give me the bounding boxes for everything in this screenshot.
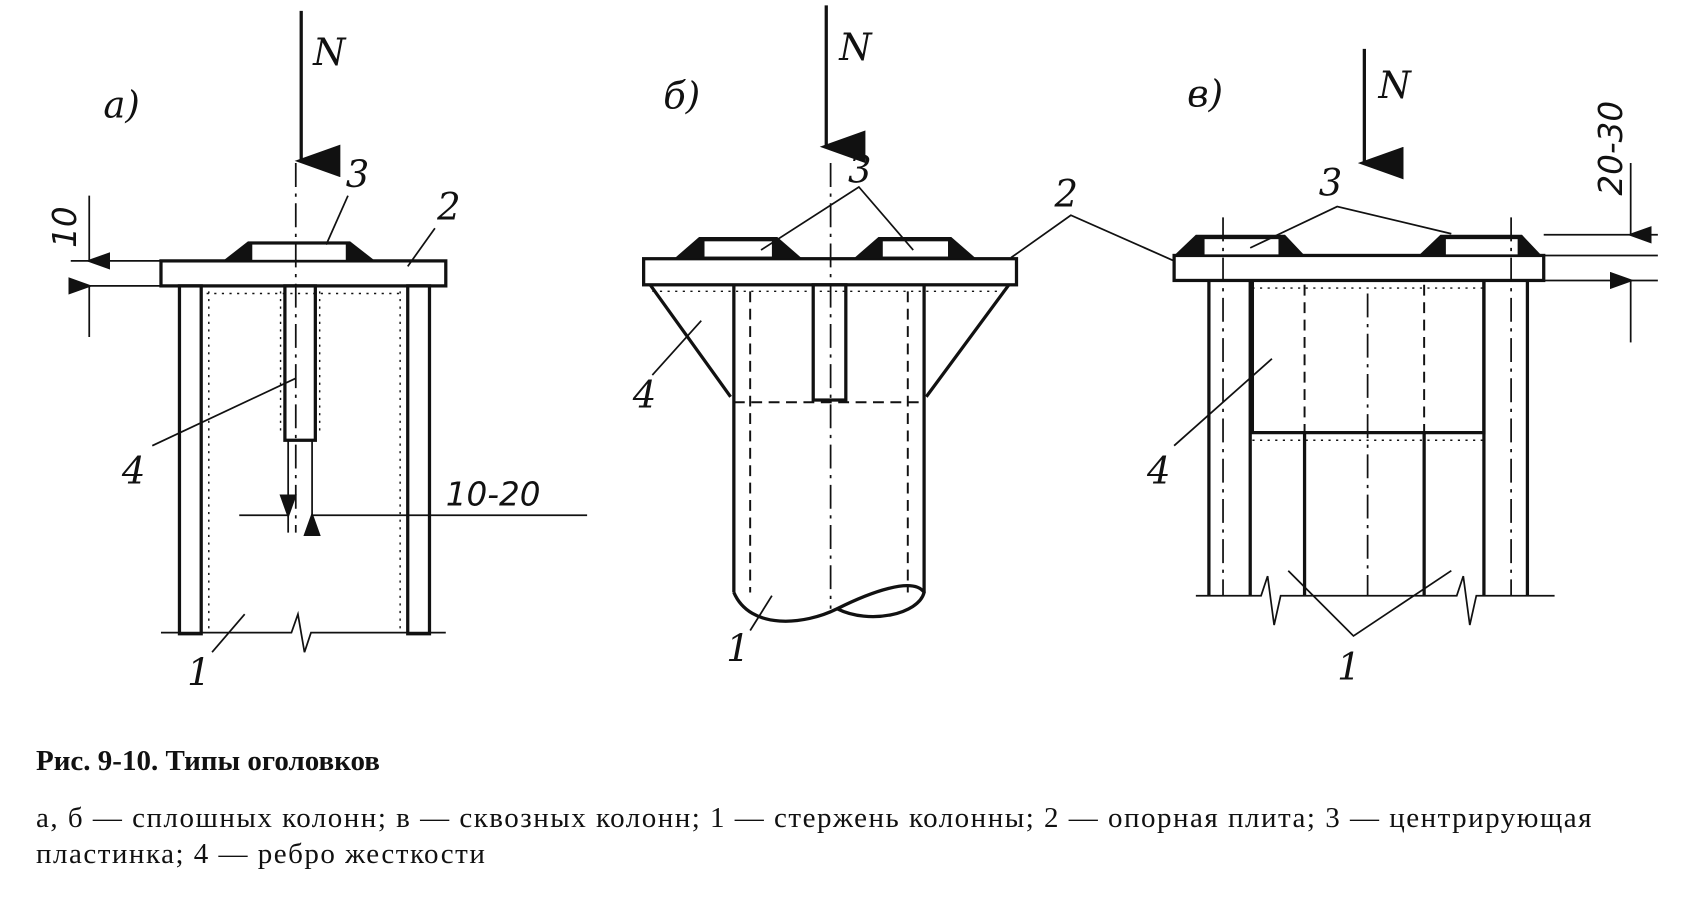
- stiffening-rib: [283, 284, 317, 442]
- part-label-3: 3: [1319, 162, 1343, 205]
- plate-dimension: 10: [46, 206, 84, 248]
- panel-label: в): [1187, 73, 1223, 116]
- plate-dimension: 20-30: [1592, 101, 1630, 196]
- column-shaft: [732, 284, 926, 593]
- force-label: N: [1377, 64, 1412, 107]
- column-flange-right: [406, 284, 432, 636]
- figure-caption-body: а, б — сплошных колонн; в — сквозных кол…: [36, 802, 1594, 870]
- panel-a: N а) 10-20 10 3 2 4 1: [46, 10, 588, 694]
- part-label-1: 1: [187, 651, 211, 694]
- figure-caption-title: Рис. 9-10. Типы оголовков: [36, 745, 380, 777]
- part-label-4: 4: [121, 450, 146, 493]
- part-label-4: 4: [1146, 450, 1171, 493]
- panel-b: N б) 3 2 4 1: [632, 5, 1175, 670]
- base-plate: [1172, 253, 1546, 283]
- force-label: N: [838, 26, 873, 69]
- part-label-3: 3: [848, 149, 872, 192]
- base-plate: [159, 259, 448, 288]
- column-flange-left: [177, 284, 203, 636]
- panel-label: б): [663, 75, 700, 118]
- panel-label: а): [103, 83, 139, 126]
- force-label: N: [312, 31, 347, 74]
- part-label-1: 1: [1337, 645, 1361, 688]
- part-label-3: 3: [346, 153, 370, 196]
- gap-dimension: 10-20: [446, 475, 541, 513]
- part-label-2: 2: [436, 186, 461, 229]
- part-label-2: 2: [1054, 173, 1079, 216]
- part-label-4: 4: [632, 374, 657, 417]
- part-label-1: 1: [726, 627, 750, 670]
- triangular-ribs: [648, 283, 1011, 398]
- panel-v: N в) 20-30 3 4 1: [1146, 48, 1658, 688]
- stiffening-rib: [811, 283, 848, 402]
- column-branches: [1207, 280, 1530, 596]
